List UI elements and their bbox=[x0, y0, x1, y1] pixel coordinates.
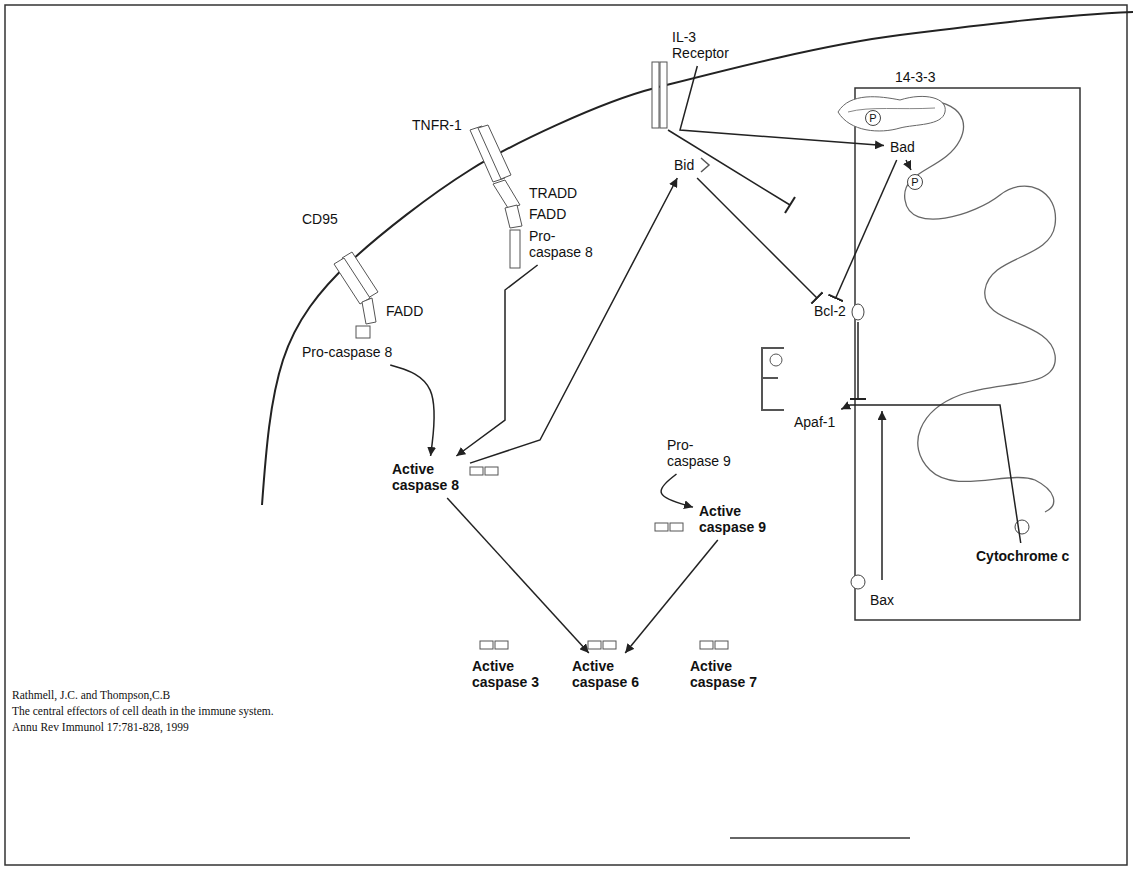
node-text: IL-3 Receptor bbox=[672, 29, 734, 61]
protein-label: CD95 bbox=[300, 210, 340, 228]
protein-glyph bbox=[851, 575, 865, 589]
node-text: Apaf-1 bbox=[794, 414, 835, 430]
node-text: TRADD bbox=[529, 185, 577, 201]
phosphate-label: P bbox=[866, 110, 880, 126]
protein-label: Pro-caspase 8 bbox=[300, 343, 394, 361]
caspase-glyph bbox=[603, 641, 616, 649]
protein-label: IL-3 Receptor bbox=[670, 28, 736, 62]
procaspase-glyph bbox=[356, 326, 370, 338]
caspase-glyph bbox=[470, 467, 483, 475]
protein-label: Bcl-2 bbox=[812, 302, 848, 320]
receptor-glyph bbox=[334, 258, 370, 304]
node-text: FADD bbox=[386, 303, 423, 319]
node-text: Active caspase 3 bbox=[472, 658, 544, 690]
adaptor-glyph bbox=[505, 205, 522, 228]
node-text: Bax bbox=[870, 592, 894, 608]
protein-label: Active caspase 8 bbox=[390, 460, 466, 494]
activation-arrow bbox=[456, 265, 537, 456]
mitochondrion bbox=[855, 88, 1080, 620]
activation-arrow bbox=[447, 498, 589, 653]
node-text: FADD bbox=[529, 206, 566, 222]
protein-label: Active caspase 7 bbox=[688, 657, 764, 691]
protein-glyph bbox=[852, 304, 864, 320]
receptor-glyph bbox=[660, 62, 667, 128]
protein-glyph bbox=[848, 108, 935, 112]
protein-label: Pro-caspase 9 bbox=[665, 436, 741, 470]
cristae bbox=[900, 101, 1055, 512]
promotion-arrow bbox=[881, 411, 883, 580]
frame bbox=[5, 5, 1127, 865]
activation-arrow bbox=[390, 365, 434, 456]
node-text: Bad bbox=[890, 139, 915, 155]
node-text: Pro-caspase 8 bbox=[529, 228, 601, 260]
inhibition-connector bbox=[836, 160, 897, 298]
caspase-glyph bbox=[655, 523, 668, 531]
protein-label: Pro-caspase 8 bbox=[527, 227, 603, 261]
inhibition-bar bbox=[850, 398, 866, 400]
protein-label: Active caspase 9 bbox=[697, 502, 773, 536]
adaptor-glyph bbox=[493, 180, 520, 208]
node-text: Active caspase 7 bbox=[690, 658, 762, 690]
protein-label: Bid bbox=[672, 156, 696, 174]
caspase-glyph bbox=[485, 467, 498, 475]
activation-arrow bbox=[470, 178, 677, 463]
protein-label: Bax bbox=[868, 591, 896, 609]
caspase-glyph bbox=[715, 641, 728, 649]
protein-label: TNFR-1 bbox=[410, 116, 464, 134]
caspase-glyph bbox=[670, 523, 683, 531]
protein-label: 14-3-3 bbox=[893, 68, 937, 86]
protein-glyph bbox=[701, 158, 709, 172]
protein-label: TRADD bbox=[527, 184, 579, 202]
frame-mark bbox=[730, 837, 910, 839]
phosphate-label: P bbox=[908, 174, 922, 190]
node-text: Active caspase 8 bbox=[392, 461, 464, 493]
node-text: Bid bbox=[674, 157, 694, 173]
node-text: CD95 bbox=[302, 211, 338, 227]
node-text: Bcl-2 bbox=[814, 303, 846, 319]
release-arrow bbox=[906, 160, 911, 170]
caspase-glyph bbox=[588, 641, 601, 649]
node-text: Pro-caspase 8 bbox=[302, 344, 392, 360]
node-text: Pro-caspase 9 bbox=[667, 437, 739, 469]
protein-label: Bad bbox=[888, 138, 917, 156]
protein-label: Apaf-1 bbox=[792, 413, 837, 431]
node-text: 14-3-3 bbox=[895, 69, 935, 85]
inhibition-connector bbox=[697, 178, 817, 298]
protein-label: Active caspase 3 bbox=[470, 657, 546, 691]
caspase-glyph bbox=[480, 641, 493, 649]
node-text: Active caspase 6 bbox=[572, 658, 644, 690]
protein-glyph bbox=[838, 96, 945, 131]
protein-label: Cytochrome c bbox=[974, 547, 1071, 565]
receptor-glyph bbox=[478, 125, 511, 179]
protein-label: FADD bbox=[384, 302, 425, 320]
adaptor-glyph bbox=[362, 298, 376, 324]
phosphate-glyph bbox=[866, 111, 881, 126]
activation-arrow bbox=[661, 474, 693, 507]
citation-line: Rathmell, J.C. and Thompson,C.B bbox=[12, 688, 170, 702]
citation-line: The central effectors of cell death in t… bbox=[12, 704, 274, 718]
activation-arrow bbox=[625, 540, 718, 653]
node-text: Active caspase 9 bbox=[699, 503, 771, 535]
cell-membrane bbox=[262, 12, 1133, 505]
inhibition-line bbox=[857, 322, 859, 398]
activation-arrow bbox=[841, 405, 1020, 543]
inhibition-bar bbox=[785, 197, 795, 213]
receptor-glyph bbox=[652, 62, 659, 128]
inhibition-line bbox=[668, 130, 790, 205]
apaf-glyph bbox=[770, 354, 782, 366]
activation-arrow bbox=[680, 66, 884, 146]
apaf-glyph bbox=[762, 348, 784, 410]
phosphate-glyph bbox=[908, 175, 923, 190]
caspase-glyph bbox=[495, 641, 508, 649]
citation-line: Annu Rev Immunol 17:781-828, 1999 bbox=[12, 720, 189, 734]
protein-label: FADD bbox=[527, 205, 568, 223]
node-text: TNFR-1 bbox=[412, 117, 462, 133]
procaspase-glyph bbox=[510, 230, 520, 268]
caspase-glyph bbox=[700, 641, 713, 649]
protein-label: Active caspase 6 bbox=[570, 657, 646, 691]
node-text: Cytochrome c bbox=[976, 548, 1069, 564]
